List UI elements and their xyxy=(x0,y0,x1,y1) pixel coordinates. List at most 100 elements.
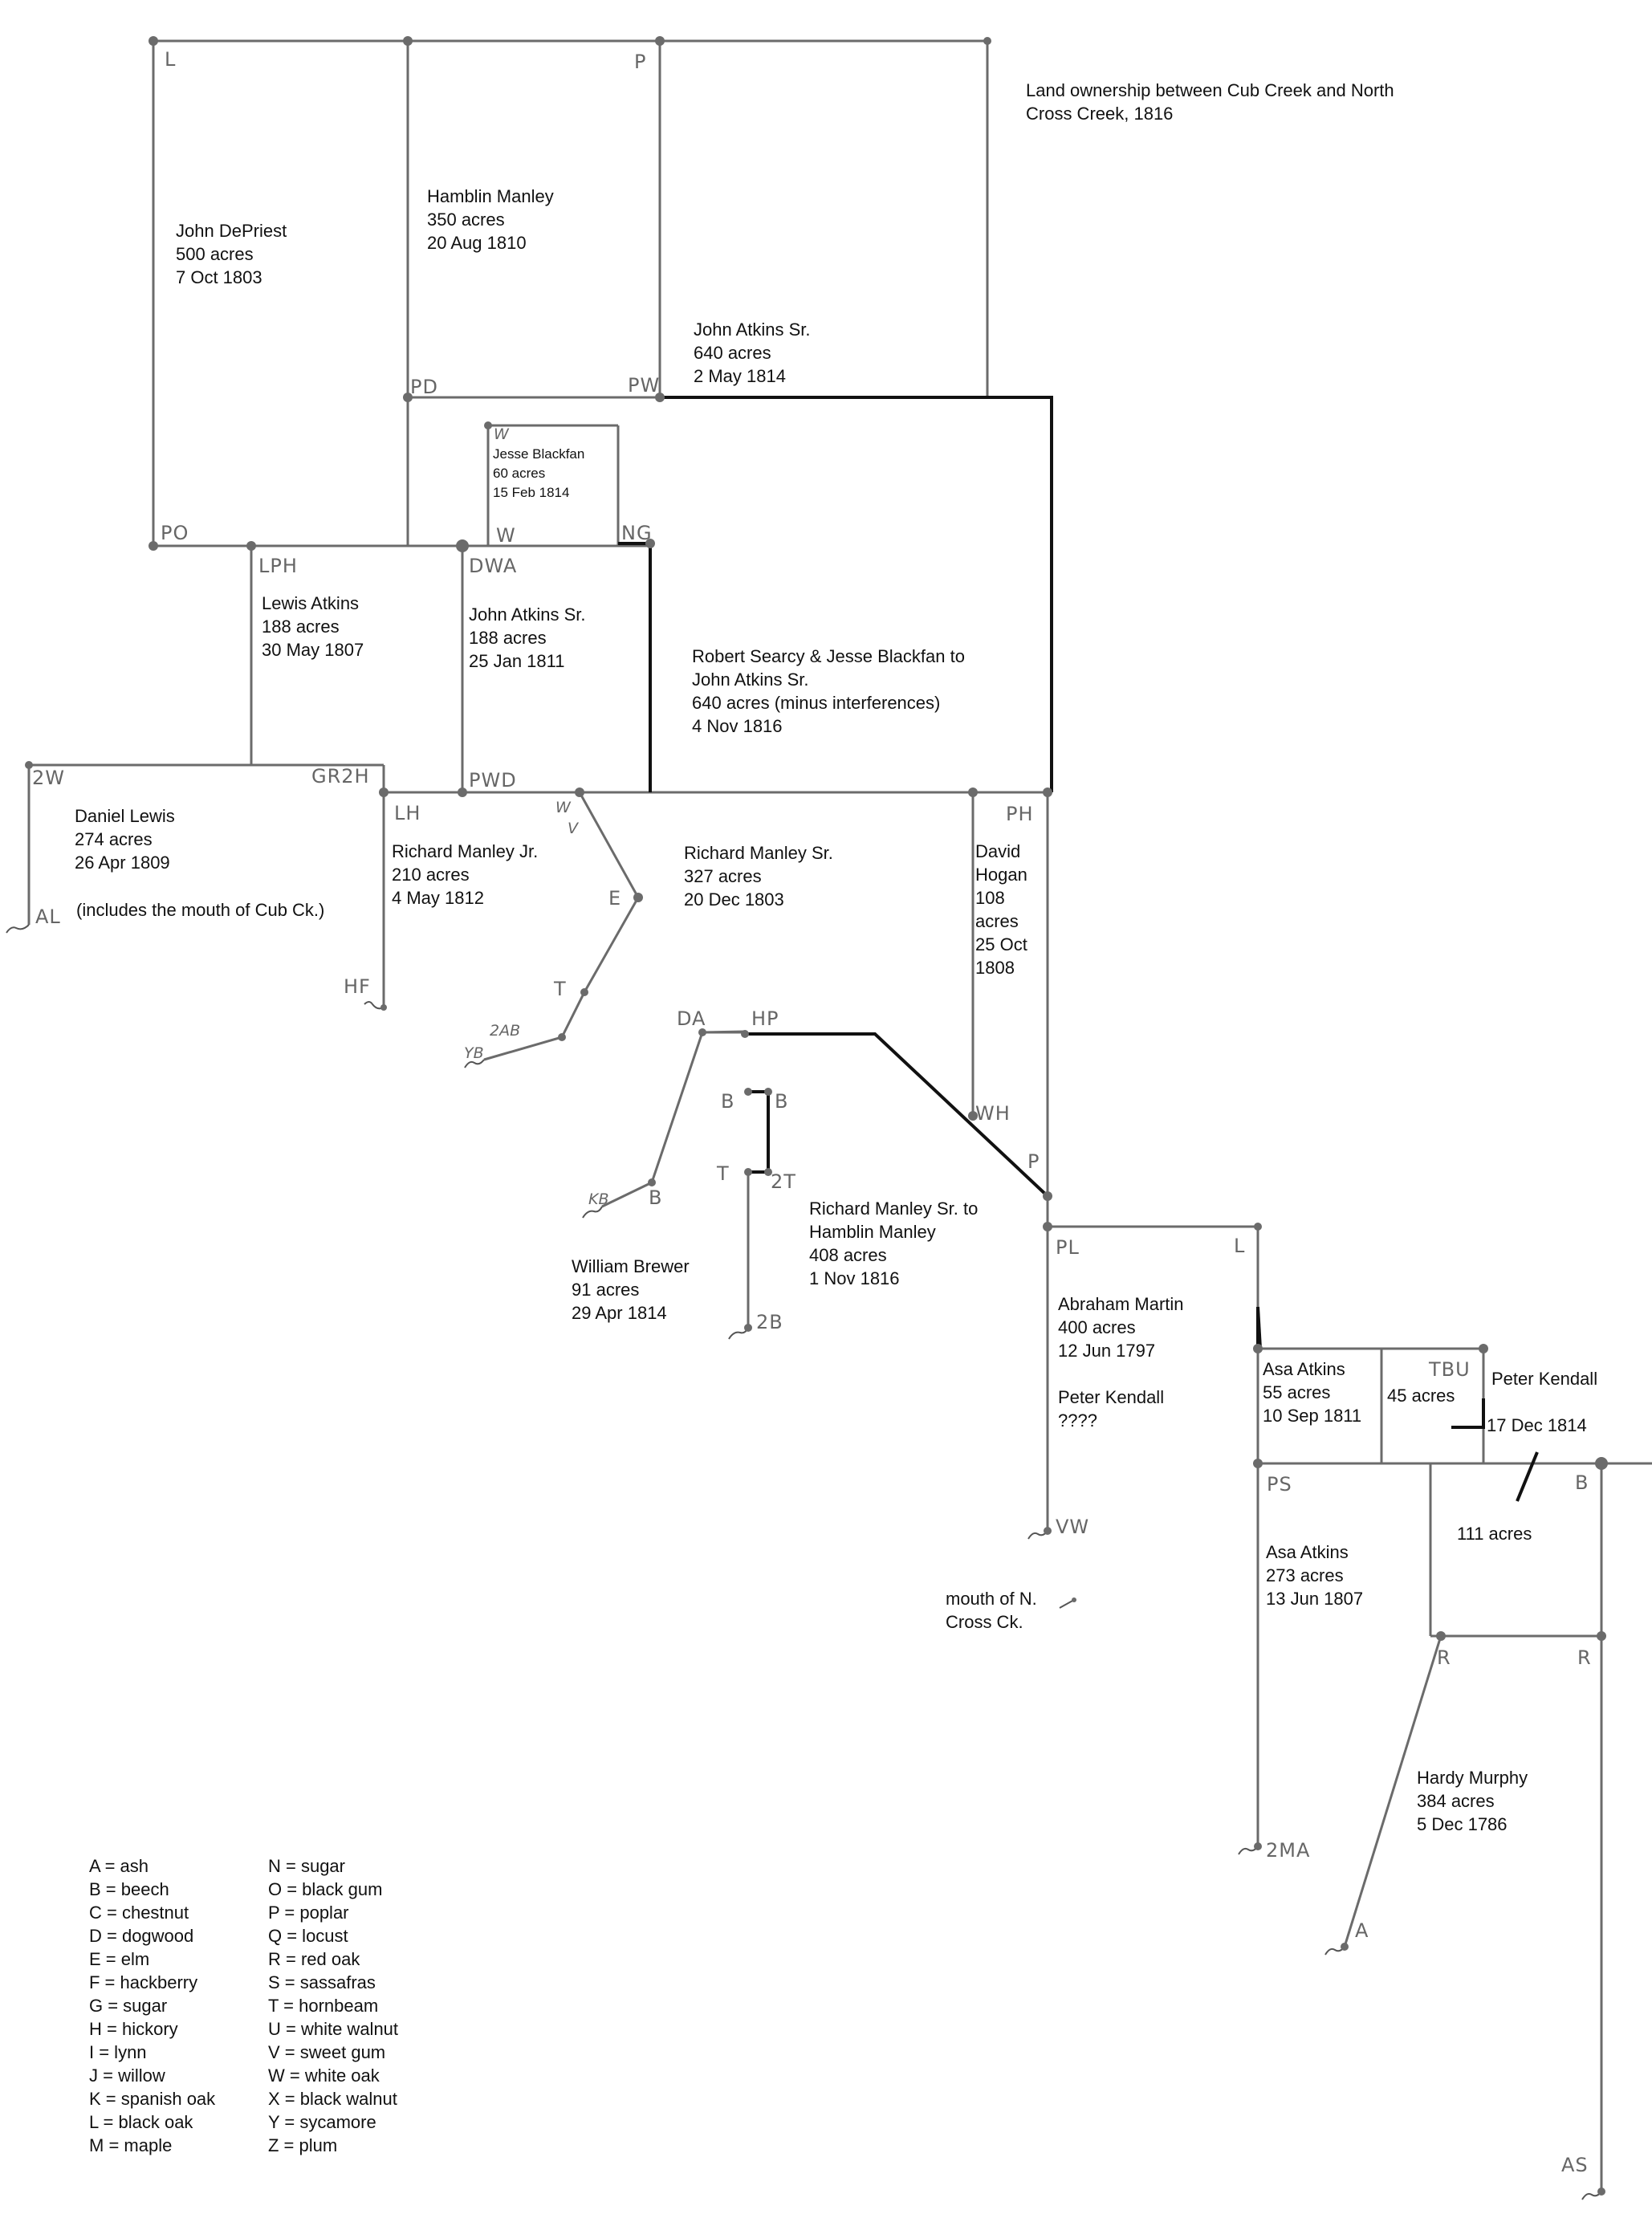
corner-PL: PL xyxy=(1056,1236,1080,1259)
tract-daniel-lewis-line-1: Daniel Lewis xyxy=(75,806,175,826)
tract-hogan-line-4: 108 xyxy=(975,888,1005,908)
tract-lewis-atkins-line-3: 30 May 1807 xyxy=(262,640,364,660)
map-title: Land ownership between Cub Creek and Nor… xyxy=(1026,80,1394,124)
legend-column-right-line-5: R = red oak xyxy=(268,1949,360,1969)
tract-daniel-note: (includes the mouth of Cub Ck.) xyxy=(76,900,324,920)
legend-column-left-line-11: K = spanish oak xyxy=(89,2089,216,2109)
legend-column-left-line-8: H = hickory xyxy=(89,2019,178,2039)
corner-LPH: LPH xyxy=(258,555,298,577)
corner-E-rm: E xyxy=(608,887,621,910)
tract-asa-273-line-2: 273 acres xyxy=(1266,1565,1344,1585)
legend-column-left-line-7: G = sugar xyxy=(89,1996,167,2016)
legend-column-right-line-13: Z = plum xyxy=(268,2135,337,2155)
tract-rm-sr-line-2: 327 acres xyxy=(684,866,762,886)
corner-B-right: B xyxy=(1575,1471,1589,1494)
legend-column-right-line-10: W = white oak xyxy=(268,2065,380,2086)
corner-L-mid: L xyxy=(1234,1235,1245,1257)
legend-column-right-line-7: T = hornbeam xyxy=(268,1996,378,2016)
corner-KB: KB xyxy=(588,1190,609,1208)
corner-WH: WH xyxy=(975,1102,1011,1125)
legend-column-left-line-4: D = dogwood xyxy=(89,1926,193,1946)
label-mouth-north-cross-creek: mouth of N.Cross Ck. xyxy=(946,1589,1037,1632)
map-title-line2: Cross Creek, 1816 xyxy=(1026,104,1173,124)
corner-DWA: DWA xyxy=(469,555,517,577)
tract-hamblin-manley-line-2: 350 acres xyxy=(427,210,505,230)
tract-hogan-line-5: acres xyxy=(975,911,1019,931)
legend-column-right-line-9: V = sweet gum xyxy=(268,2042,385,2062)
tract-hamblin-manley-line-1: Hamblin Manley xyxy=(427,186,554,206)
legend-column-left-line-1: A = ash xyxy=(89,1856,149,1876)
tract-martin-kendall-line-1: Peter Kendall xyxy=(1058,1387,1164,1407)
tract-searcy: Robert Searcy & Jesse Blackfan to John At… xyxy=(692,646,965,736)
legend-column-right-line-8: U = white walnut xyxy=(268,2019,398,2039)
corner-T-hm: T xyxy=(716,1162,730,1185)
tract-searcy-line-3: 640 acres (minus interferences) xyxy=(692,693,940,713)
corner-PO: PO xyxy=(161,522,189,544)
tract-rmsr-to-hamblin-line-2: Hamblin Manley xyxy=(809,1222,936,1242)
corner-PW: PW xyxy=(628,374,660,397)
tract-brewer-line-1: William Brewer xyxy=(572,1256,690,1276)
tract-hardy-murphy-line-1: Hardy Murphy xyxy=(1417,1768,1528,1788)
tract-atkins-188-line-2: 188 acres xyxy=(469,628,547,648)
corner-W-blackfan-top: W xyxy=(494,425,510,443)
corner-TBU: TBU xyxy=(1428,1358,1471,1381)
legend-column-left-line-9: I = lynn xyxy=(89,2042,147,2062)
tract-martin-kendall-line-2: ???? xyxy=(1058,1410,1097,1431)
tract-hardy-murphy-line-2: 384 acres xyxy=(1417,1791,1495,1811)
corner-R1: R xyxy=(1437,1646,1451,1669)
tract-atkins-188-line-3: 25 Jan 1811 xyxy=(469,651,564,671)
corner-AS: AS xyxy=(1561,2154,1589,2176)
legend-column-right-line-4: Q = locust xyxy=(268,1926,348,1946)
corner-B1: B xyxy=(721,1090,734,1113)
corner-YB: YB xyxy=(464,1044,484,1062)
tract-brewer-line-3: 29 Apr 1814 xyxy=(572,1303,667,1323)
legend-column-left-line-2: B = beech xyxy=(89,1879,169,1899)
corner-DA: DA xyxy=(677,1007,706,1030)
corner-PD: PD xyxy=(410,376,438,398)
corner-PH: PH xyxy=(1006,803,1034,825)
tract-searcy-line-2: John Atkins Sr. xyxy=(692,669,809,690)
tract-asa-273-line-1: Asa Atkins xyxy=(1266,1542,1349,1562)
corner-VW: VW xyxy=(1056,1516,1089,1538)
corner-LH: LH xyxy=(394,802,421,824)
corner-B2: B xyxy=(775,1090,788,1113)
corner-HP: HP xyxy=(751,1007,779,1030)
map-title-line1: Land ownership between Cub Creek and Nor… xyxy=(1026,80,1394,100)
tract-lewis-atkins-line-1: Lewis Atkins xyxy=(262,593,359,613)
legend-column-left-line-6: F = hackberry xyxy=(89,1972,197,1992)
legend-column-right-line-3: P = poplar xyxy=(268,1903,349,1923)
corner-dots xyxy=(25,36,1608,2196)
tract-abraham-martin-line-1: Abraham Martin xyxy=(1058,1294,1184,1314)
corner-W-rm: W xyxy=(555,799,572,816)
tract-rmsr-to-hamblin-line-3: 408 acres xyxy=(809,1245,887,1265)
tract-kendall-date: 17 Dec 1814 xyxy=(1487,1415,1587,1435)
tract-kendall-name: Peter Kendall xyxy=(1491,1369,1597,1389)
corner-2B: 2B xyxy=(756,1311,783,1333)
tract-abraham-martin-line-3: 12 Jun 1797 xyxy=(1058,1341,1155,1361)
legend-column-right-line-1: N = sugar xyxy=(268,1856,345,1876)
tract-rm-sr-line-3: 20 Dec 1803 xyxy=(684,889,784,910)
corner-labels: L P PD PW PO W W NG LPH DWA 2W GR2H PWD … xyxy=(32,48,1591,2176)
corner-2MA: 2MA xyxy=(1266,1839,1310,1862)
corner-HF: HF xyxy=(344,975,371,998)
tract-rmsr-to-hamblin-line-4: 1 Nov 1816 xyxy=(809,1268,900,1288)
corner-V-rm: V xyxy=(568,820,580,837)
legend-column-left-line-5: E = elm xyxy=(89,1949,149,1969)
tract-kendall-45: 45 acres xyxy=(1387,1386,1455,1406)
corner-W-blackfan-bot: W xyxy=(496,524,516,547)
tract-searcy-line-1: Robert Searcy & Jesse Blackfan to xyxy=(692,646,965,666)
